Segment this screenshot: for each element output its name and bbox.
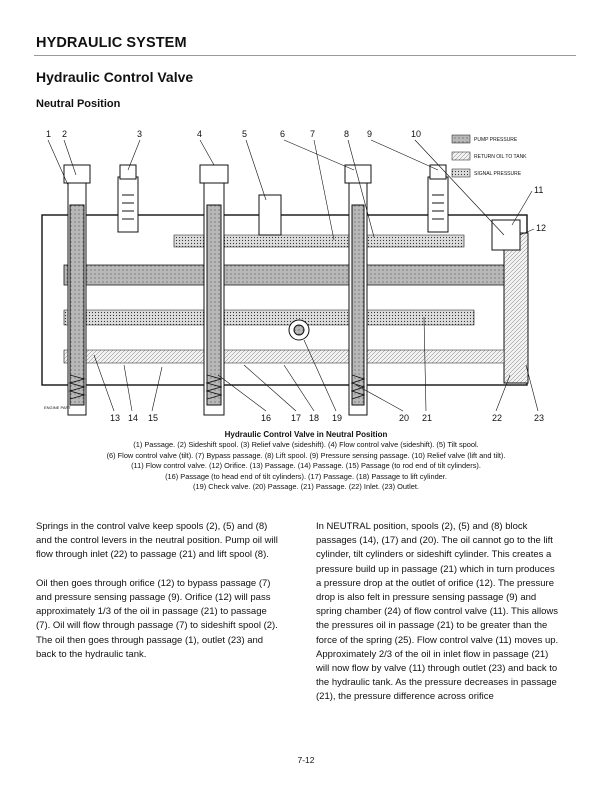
callout-leaders (47, 139, 505, 241)
page-number: 7-12 (297, 755, 315, 765)
return-oil-swatch (451, 151, 471, 161)
callout: 8 (344, 129, 349, 139)
caption-line: (11) Flow control valve. (12) Orifice. (… (131, 461, 481, 471)
bottom-leaders (93, 316, 539, 412)
callout: 22 (492, 413, 502, 423)
callout: 3 (137, 129, 142, 139)
callout: 9 (367, 129, 372, 139)
callout: 10 (411, 129, 421, 139)
signal-pressure-swatch (451, 168, 471, 178)
callouts-top: 1 2 3 4 5 6 7 8 9 10 (46, 129, 421, 139)
callout: 16 (261, 413, 271, 423)
diagram-legend: PUMP PRESSURE RETURN OIL TO TANK SIGNAL … (451, 134, 527, 178)
legend-pump-pressure: PUMP PRESSURE (474, 137, 518, 143)
caption-title: Hydraulic Control Valve in Neutral Posit… (224, 430, 388, 439)
body-paragraph: In NEUTRAL position, spools (2), (5) and… (316, 521, 559, 703)
caption-line: (1) Passage. (2) Sideshift spool. (3) Re… (133, 440, 479, 450)
valve-body (41, 214, 529, 386)
body-paragraph: Oil then goes through orifice (12) to by… (36, 577, 278, 660)
callout: 23 (534, 413, 544, 423)
callout: 17 (291, 413, 301, 423)
body-paragraph: Springs in the control valve keep spools… (36, 521, 278, 561)
callout: 7 (310, 129, 315, 139)
callouts-bottom: 13 14 15 16 17 18 19 20 21 22 23 (110, 413, 544, 423)
caption-line: (16) Passage (to head end of tilt cylind… (165, 471, 447, 481)
callout: 2 (62, 129, 67, 139)
body-column-left: Springs in the control valve keep spools… (36, 520, 282, 676)
legend-signal-pressure: SIGNAL PRESSURE (474, 171, 522, 177)
callout: 6 (280, 129, 285, 139)
callout: 15 (148, 413, 158, 423)
callout: 21 (422, 413, 432, 423)
caption-line: (19) Check valve. (20) Passage. (21) Pas… (193, 482, 419, 492)
spool-group (63, 164, 372, 416)
body-column-right: In NEUTRAL position, spools (2), (5) and… (316, 520, 562, 719)
callout: 19 (332, 413, 342, 423)
callout: 4 (197, 129, 202, 139)
callout: 1 (46, 129, 51, 139)
heading-rule (34, 55, 576, 56)
callout: 12 (536, 223, 546, 233)
right-leaders (511, 190, 535, 236)
pump-pressure-swatch (451, 134, 471, 144)
callout: 20 (399, 413, 409, 423)
spool-springs (68, 374, 366, 400)
callout: 11 (534, 185, 543, 195)
figure-caption: Hydraulic Control Valve in Neutral Posit… (40, 430, 572, 492)
callout: 14 (128, 413, 138, 423)
callout: 18 (309, 413, 319, 423)
page-title: Hydraulic Control Valve (36, 69, 194, 85)
callout: 5 (242, 129, 247, 139)
legend-return-oil: RETURN OIL TO TANK (474, 154, 527, 160)
control-valve-diagram: 1 2 3 4 5 6 7 8 9 10 11 12 (41, 129, 546, 423)
callouts-right: 11 12 (534, 185, 546, 233)
section-heading: HYDRAULIC SYSTEM (36, 35, 187, 51)
callout: 13 (110, 413, 120, 423)
caption-line: (6) Flow control valve (tilt). (7) Bypas… (106, 450, 506, 460)
page-subtitle: Neutral Position (36, 98, 121, 110)
figure-id: ENGINE PART (44, 405, 71, 410)
relief-valves (117, 164, 521, 341)
